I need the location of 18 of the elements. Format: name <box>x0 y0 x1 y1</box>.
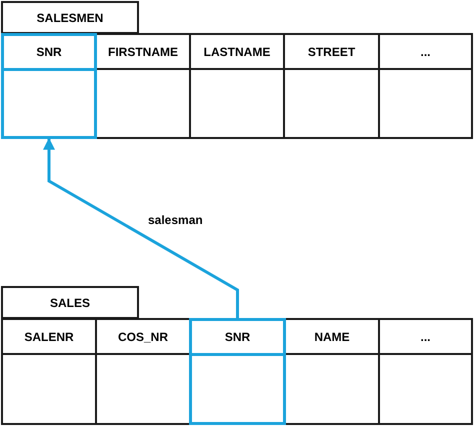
arrow <box>43 138 239 318</box>
column-header: ... <box>380 320 471 355</box>
table-column <box>283 33 380 139</box>
table-column <box>1 318 97 425</box>
table-name-tab: SALES <box>1 286 139 319</box>
table-name-tab: SALESMEN <box>1 1 139 34</box>
table-column <box>378 318 473 425</box>
table-column <box>95 33 191 139</box>
table-column <box>189 318 286 425</box>
table-column <box>95 318 191 425</box>
table-column <box>189 33 285 139</box>
edge-label: salesman <box>146 214 205 226</box>
column-header: SNR <box>4 36 94 71</box>
table-column <box>284 318 380 425</box>
column-header: ... <box>380 35 471 70</box>
table-column <box>1 33 97 139</box>
table-column <box>378 33 473 139</box>
column-header: SNR <box>192 321 283 356</box>
